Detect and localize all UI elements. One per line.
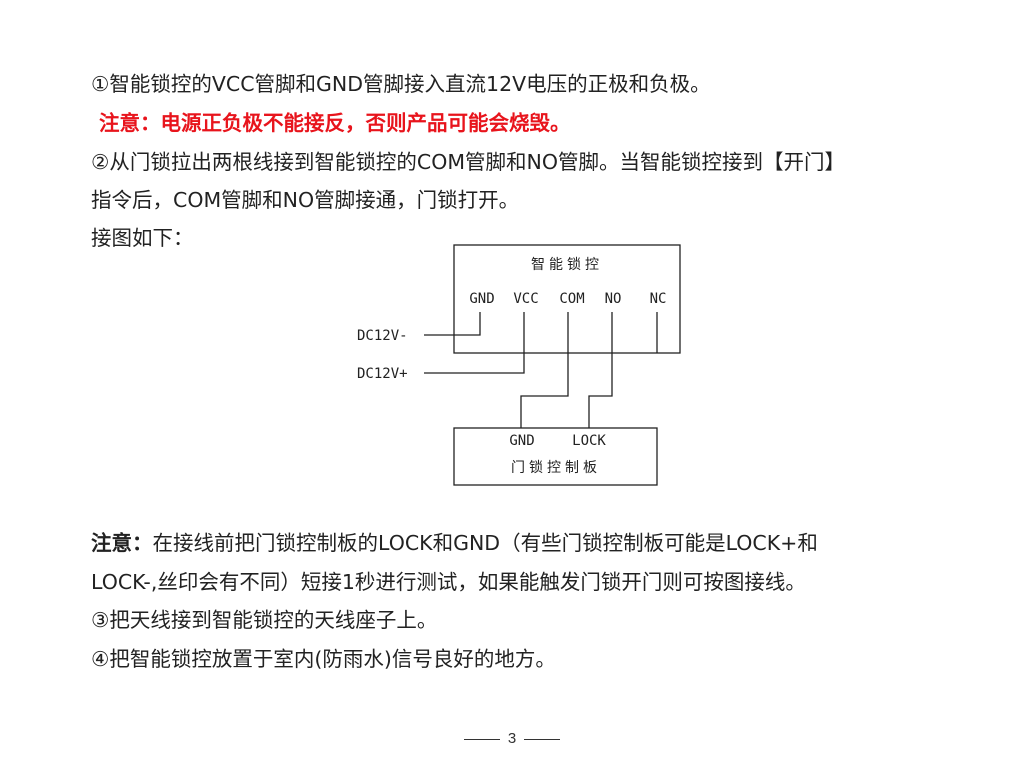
- step1-text: ①智能锁控的VCC管脚和GND管脚接入直流12V电压的正极和负极。: [91, 72, 711, 96]
- test-note-line1: 注意：在接线前把门锁控制板的LOCK和GND（有些门锁控制板可能是LOCK+和: [91, 531, 818, 555]
- footer-dash-left: [463, 738, 500, 740]
- step3-text: ③把天线接到智能锁控的天线座子上。: [91, 608, 438, 632]
- diagram-intro: 接图如下：: [91, 226, 194, 250]
- power-warning: 注意：电源正负极不能接反，否则产品可能会烧毁。: [91, 111, 571, 135]
- step4-text: ④把智能锁控放置于室内(防雨水)信号良好的地方。: [91, 647, 556, 671]
- pin-no: NO: [605, 291, 622, 307]
- wire-vcc: [424, 312, 525, 374]
- wire-gnd: [424, 312, 481, 336]
- step2-line2: 指令后，COM管脚和NO管脚接通，门锁打开。: [91, 188, 520, 212]
- lock-board-box: [453, 427, 658, 486]
- test-note-line2: LOCK-,丝印会有不同）短接1秒进行测试，如果能触发门锁开门则可按图接线。: [91, 570, 806, 594]
- power-warning-label: 注意：: [99, 111, 161, 135]
- page-footer: 3: [0, 730, 1024, 747]
- board-pin-lock: LOCK: [572, 433, 606, 449]
- test-note-text: 在接线前把门锁控制板的LOCK和GND（有些门锁控制板可能是LOCK+和: [152, 531, 818, 555]
- wire-com: [520, 312, 569, 428]
- step2-line1: ②从门锁拉出两根线接到智能锁控的COM管脚和NO管脚。当智能锁控接到【开门】: [91, 150, 845, 174]
- controller-title: 智能锁控: [531, 257, 603, 273]
- controller-box: [453, 244, 681, 354]
- pin-vcc: VCC: [513, 291, 538, 307]
- dc-minus-label: DC12V-: [357, 328, 408, 344]
- wire-no: [588, 312, 613, 428]
- board-title: 门锁控制板: [511, 460, 601, 476]
- test-note-label: 注意：: [91, 531, 153, 555]
- pin-com: COM: [559, 291, 584, 307]
- dc-plus-label: DC12V+: [357, 366, 408, 382]
- board-pin-gnd: GND: [509, 433, 534, 449]
- pin-gnd: GND: [469, 291, 494, 307]
- page-number: 3: [507, 730, 517, 747]
- power-warning-text: 电源正负极不能接反，否则产品可能会烧毁。: [160, 111, 571, 135]
- pin-nc: NC: [650, 291, 667, 307]
- footer-dash-right: [524, 738, 561, 740]
